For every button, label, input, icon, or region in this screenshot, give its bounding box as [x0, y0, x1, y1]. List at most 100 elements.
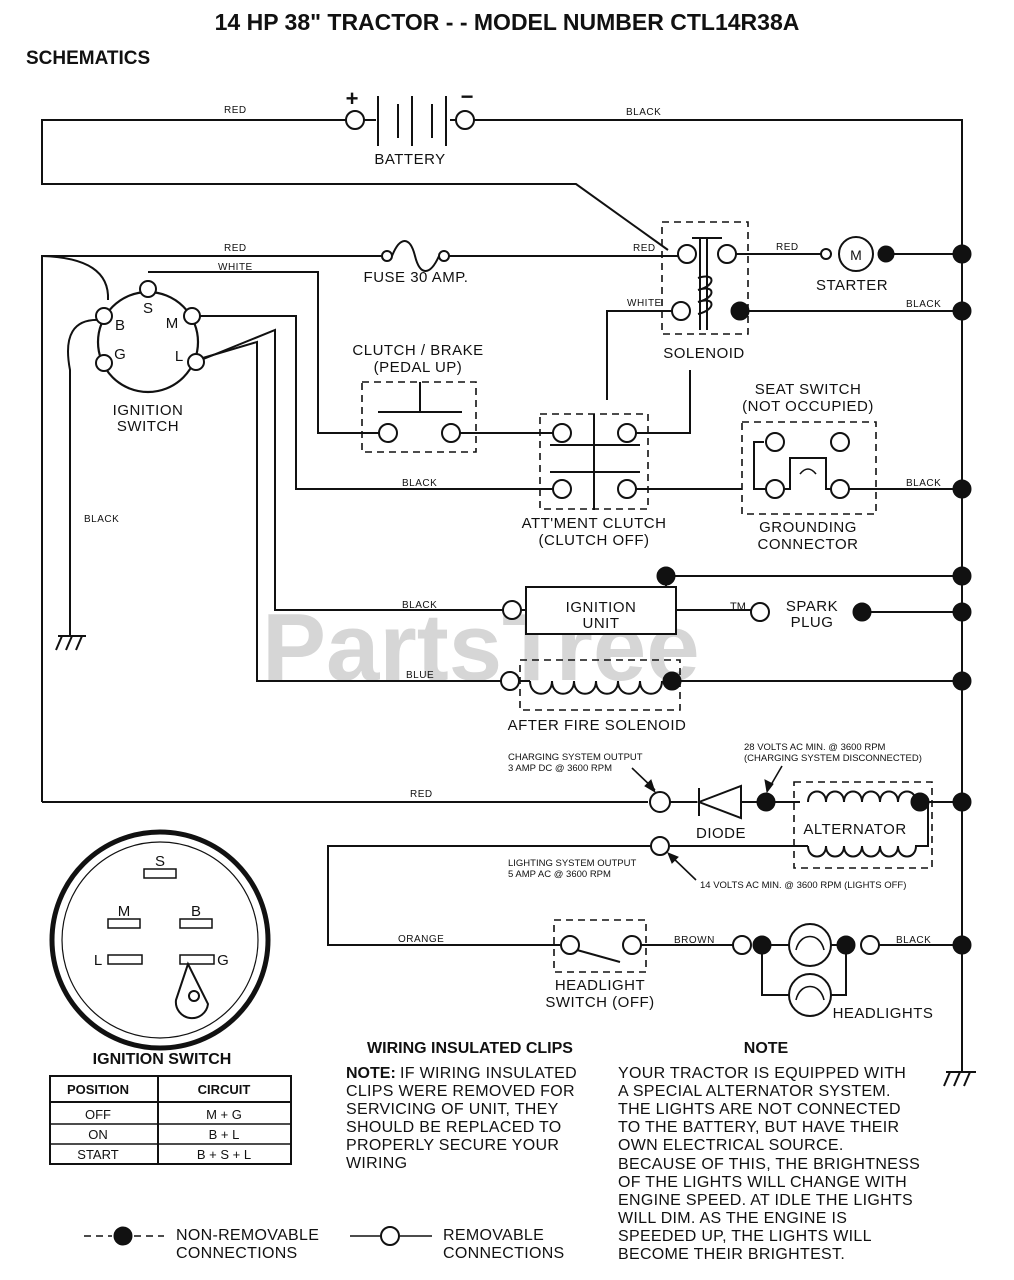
- battery-plus-sign: +: [346, 86, 359, 111]
- starter-symbol: [820, 236, 895, 272]
- ignition-table-cell: ON: [88, 1127, 108, 1142]
- ign-terminal-m: M: [166, 315, 179, 332]
- note-line: OF THE LIGHTS WILL CHANGE WITH: [618, 1174, 907, 1191]
- legend-removable-symbol: [350, 1226, 432, 1246]
- charging-output-note-1: CHARGING SYSTEM OUTPUT: [508, 752, 643, 763]
- annotation-arrows: [631, 765, 783, 881]
- wire-label-orange: ORANGE: [398, 934, 444, 945]
- face-terminal-s: S: [155, 853, 165, 870]
- ignition-switch-label-1: IGNITION: [113, 402, 184, 419]
- headlight-switch-label-2: SWITCH (OFF): [545, 994, 654, 1011]
- legend-non-removable-symbol: [84, 1226, 164, 1246]
- attachment-clutch-switch: [539, 413, 649, 510]
- spark-plug-label-2: PLUG: [791, 614, 834, 631]
- ignition-unit: [502, 566, 677, 635]
- after-fire-label: AFTER FIRE SOLENOID: [508, 717, 687, 734]
- clips-note-line: IF WIRING INSULATED: [400, 1065, 577, 1082]
- alternator: [772, 781, 933, 869]
- charging-output-note-2: 3 AMP DC @ 3600 RPM: [508, 763, 612, 774]
- note-line: BECOME THEIR BRIGHTEST.: [618, 1246, 845, 1263]
- ign-terminal-g: G: [114, 346, 126, 363]
- wire-label-red-fuse: RED: [224, 243, 247, 254]
- clips-note-line: WIRING: [346, 1155, 407, 1172]
- wires: [41, 119, 963, 1072]
- clips-note-line: SHOULD BE REPLACED TO: [346, 1119, 562, 1136]
- volts28-note-1: 28 VOLTS AC MIN. @ 3600 RPM: [744, 742, 886, 753]
- attachment-clutch-label-2: (CLUTCH OFF): [539, 532, 650, 549]
- wire-label-black-top: BLACK: [626, 107, 661, 118]
- seat-switch: [741, 421, 877, 515]
- spark-plug-label-1: SPARK: [786, 598, 838, 615]
- clutch-brake-label-1: CLUTCH / BRAKE: [352, 342, 483, 359]
- clutch-brake-label-2: (PEDAL UP): [374, 359, 463, 376]
- wire-label-black-mid: BLACK: [402, 478, 437, 489]
- section-title: SCHEMATICS: [26, 48, 150, 69]
- starter-label: STARTER: [816, 277, 888, 294]
- battery-symbol: [345, 96, 475, 146]
- clutch-brake-switch: [361, 381, 477, 453]
- note-line: OWN ELECTRICAL SOURCE.: [618, 1137, 844, 1154]
- ground-symbol-left: [55, 635, 86, 651]
- seat-switch-label-2: (NOT OCCUPIED): [742, 398, 874, 415]
- ignition-table-cell: M + G: [206, 1107, 242, 1122]
- ignition-table: [49, 1075, 292, 1165]
- note-line: YOUR TRACTOR IS EQUIPPED WITH: [618, 1065, 906, 1082]
- wire-label-red-sol-out: RED: [776, 242, 799, 253]
- face-terminal-g: G: [217, 952, 229, 969]
- wire-label-black-ign-unit: BLACK: [402, 600, 437, 611]
- headlight-switch: [553, 919, 647, 973]
- ground-symbol-right: [943, 1071, 976, 1087]
- lighting-output-note-2: 5 AMP AC @ 3600 RPM: [508, 869, 611, 880]
- note-line: WILL DIM. AS THE ENGINE IS: [618, 1210, 847, 1227]
- volts14-note: 14 VOLTS AC MIN. @ 3600 RPM (LIGHTS OFF): [700, 880, 906, 891]
- legend-removable-label-2: CONNECTIONS: [443, 1245, 565, 1262]
- wire-label-red-sol-in: RED: [633, 243, 656, 254]
- battery-label: BATTERY: [374, 151, 445, 168]
- clips-note-line: PROPERLY SECURE YOUR: [346, 1137, 559, 1154]
- face-terminal-m: M: [118, 903, 131, 920]
- face-terminal-b: B: [191, 903, 201, 920]
- diode: [649, 784, 776, 820]
- junction-dots: [952, 244, 972, 955]
- headlights-symbol: [732, 923, 880, 1017]
- ignition-table-header-circuit: CIRCUIT: [198, 1082, 251, 1097]
- wire-label-black-seat: BLACK: [906, 478, 941, 489]
- face-terminal-l: L: [94, 952, 102, 969]
- wire-label-black-left: BLACK: [84, 514, 119, 525]
- clips-note-line: CLIPS WERE REMOVED FOR: [346, 1083, 575, 1100]
- solenoid-label: SOLENOID: [663, 345, 745, 362]
- note-heading: NOTE: [744, 1040, 789, 1057]
- ignition-switch-label-2: SWITCH: [117, 418, 179, 435]
- ignition-table-header-position: POSITION: [67, 1082, 129, 1097]
- lighting-output-note-1: LIGHTING SYSTEM OUTPUT: [508, 858, 636, 869]
- fuse-label: FUSE 30 AMP.: [364, 269, 469, 286]
- ign-terminal-b: B: [115, 317, 125, 334]
- grounding-connector-label-2: CONNECTOR: [758, 536, 859, 553]
- after-fire-solenoid: [500, 659, 682, 711]
- wire-label-black-head: BLACK: [896, 935, 931, 946]
- grounding-connector-label-1: GROUNDING: [759, 519, 857, 536]
- note-line: THE LIGHTS ARE NOT CONNECTED: [618, 1101, 901, 1118]
- solenoid-symbol: [661, 221, 750, 335]
- watermark-tm: TM: [730, 601, 746, 613]
- headlight-switch-label-1: HEADLIGHT: [555, 977, 645, 994]
- ignition-unit-label-1: IGNITION: [566, 599, 637, 616]
- headlights-label: HEADLIGHTS: [833, 1005, 934, 1022]
- diode-label: DIODE: [696, 825, 746, 842]
- fuse-symbol: [381, 240, 450, 272]
- ignition-switch-face: [49, 829, 271, 1051]
- note-line: ENGINE SPEED. AT IDLE THE LIGHTS: [618, 1192, 913, 1209]
- page-title: 14 HP 38" TRACTOR - - MODEL NUMBER CTL14…: [215, 9, 800, 35]
- wire-label-red-top: RED: [224, 105, 247, 116]
- spark-plug: [750, 602, 872, 622]
- ignition-unit-label-2: UNIT: [583, 615, 620, 632]
- ignition-table-cell: B + L: [209, 1127, 240, 1142]
- attachment-clutch-label-1: ATT'MENT CLUTCH: [522, 515, 667, 532]
- note-line: BECAUSE OF THIS, THE BRIGHTNESS: [618, 1156, 920, 1173]
- seat-switch-label-1: SEAT SWITCH: [755, 381, 862, 398]
- wire-label-blue: BLUE: [406, 670, 434, 681]
- ignition-table-cell: OFF: [85, 1107, 111, 1122]
- wire-label-brown: BROWN: [674, 935, 715, 946]
- ignition-switch-symbol: [95, 280, 205, 394]
- clips-note-lead: NOTE:: [346, 1065, 396, 1082]
